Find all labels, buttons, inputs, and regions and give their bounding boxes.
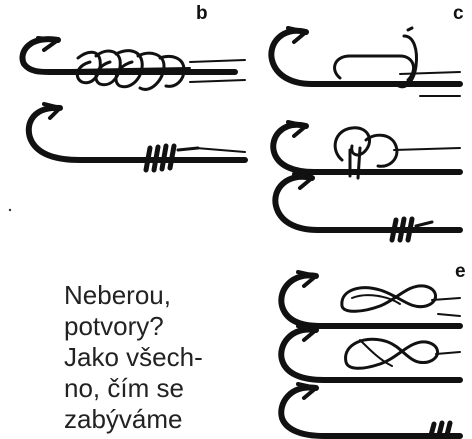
panel-label-b: b <box>196 4 208 23</box>
caption-line: Jako všech- <box>64 342 264 373</box>
panel-label-e: e <box>455 262 466 281</box>
caption-line: Neberou, <box>64 280 264 311</box>
speck <box>9 209 11 211</box>
caption-line: zabýváme <box>64 404 264 435</box>
hook-c1 <box>271 28 460 96</box>
hook-c2 <box>273 122 460 178</box>
hook-c3 <box>275 174 460 240</box>
hook-b1 <box>22 38 245 89</box>
hook-b2 <box>29 104 245 170</box>
hook-e3 <box>281 384 460 439</box>
hook-e2 <box>281 326 460 380</box>
caption-line: no, čím se <box>64 373 264 404</box>
panel-label-c: c <box>453 4 464 23</box>
hook-e1 <box>281 272 460 326</box>
caption-text: Neberou, potvory? Jako všech- no, čím se… <box>64 280 264 435</box>
caption-line: potvory? <box>64 311 264 342</box>
